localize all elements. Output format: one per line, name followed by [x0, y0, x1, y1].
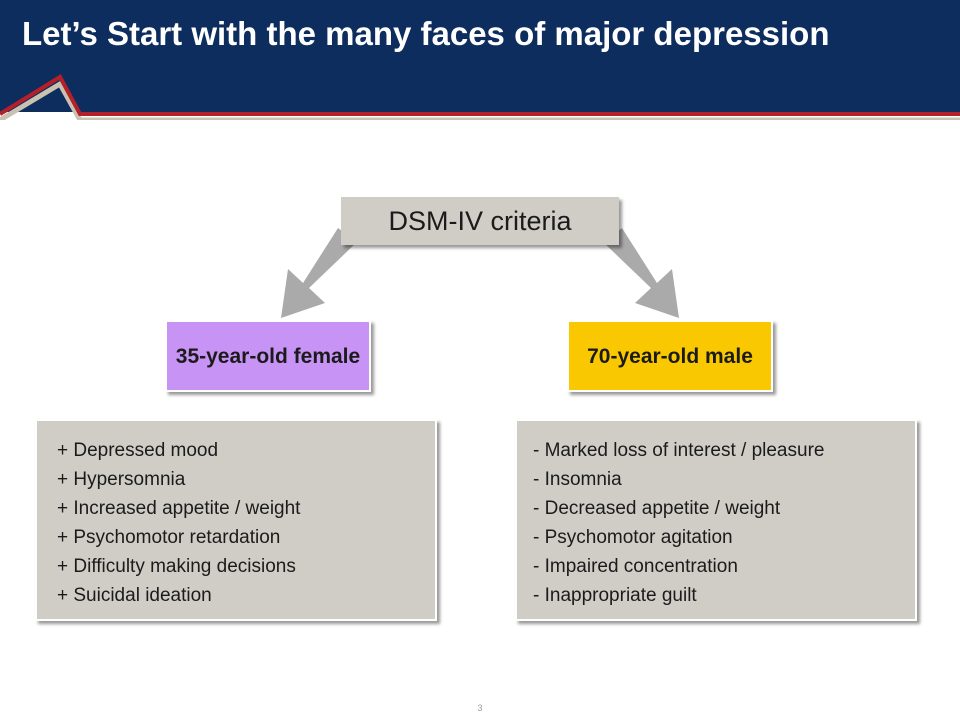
symptom-item: + Depressed mood: [57, 440, 219, 461]
symptom-item: + Psychomotor retardation: [57, 527, 281, 548]
symptom-item: + Hypersomnia: [57, 469, 186, 490]
title-bar: [0, 0, 960, 112]
male-patient-label: 70-year-old male: [567, 320, 773, 392]
symptom-item: - Psychomotor agitation: [533, 527, 733, 548]
arrow-left: [281, 228, 357, 318]
symptom-item: - Inappropriate guilt: [533, 585, 697, 606]
male-symptoms-box: - Marked loss of interest / pleasure - I…: [515, 419, 917, 621]
arrow-right: [603, 228, 679, 318]
symptom-item: - Decreased appetite / weight: [533, 498, 781, 519]
symptom-item: + Increased appetite / weight: [57, 498, 301, 519]
page-number: 3: [477, 703, 483, 713]
female-symptoms-box: + Depressed mood + Hypersomnia + Increas…: [35, 419, 437, 621]
slide-title: Let’s Start with the many faces of major…: [22, 15, 830, 52]
symptom-item: - Marked loss of interest / pleasure: [533, 440, 825, 461]
symptom-item: + Difficulty making decisions: [57, 556, 296, 577]
dsm-criteria-box: DSM-IV criteria: [341, 197, 619, 245]
symptom-item: + Suicidal ideation: [57, 585, 212, 606]
header-decoration: [0, 74, 960, 120]
symptom-item: - Insomnia: [533, 469, 622, 490]
symptom-item: - Impaired concentration: [533, 556, 738, 577]
female-patient-label: 35-year-old female: [165, 320, 371, 392]
